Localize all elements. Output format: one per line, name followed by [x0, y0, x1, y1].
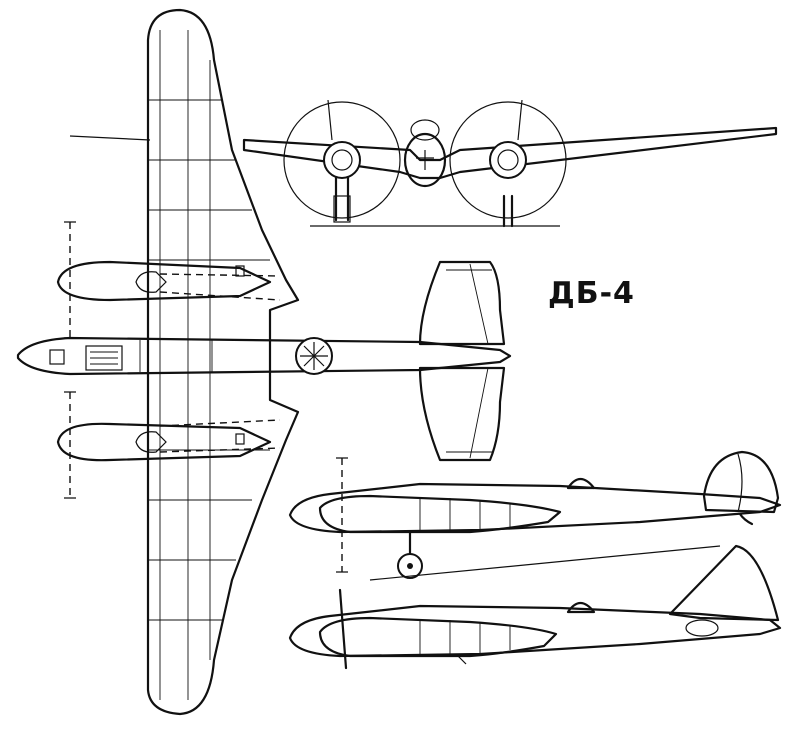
aircraft-designation: ДБ-4: [548, 276, 635, 311]
plan-wing: [146, 8, 300, 716]
front-fuselage: [403, 132, 447, 188]
front-view: [69, 99, 778, 228]
front-prop-disc-right: [449, 101, 567, 219]
plan-wing-panels: [148, 30, 270, 700]
side1-fuselage: [288, 482, 782, 534]
side1-fin: [702, 450, 780, 514]
front-wing: [242, 126, 778, 180]
side2-nacelle: [318, 616, 558, 658]
side-view-lower: [288, 544, 782, 670]
side1-nacelle: [318, 494, 562, 534]
plan-view: [16, 8, 512, 716]
plan-nacelle-upper: [56, 260, 272, 302]
front-prop-disc-left: [283, 101, 401, 219]
side-view-upper: [288, 450, 782, 581]
plan-nacelle-lower: [56, 422, 272, 462]
side2-fin: [668, 544, 780, 622]
plan-fuselage: [16, 336, 512, 376]
plan-tailplane-lower: [418, 366, 506, 462]
side2-fuselage: [288, 604, 782, 658]
plan-tailplane-upper: [418, 260, 506, 346]
